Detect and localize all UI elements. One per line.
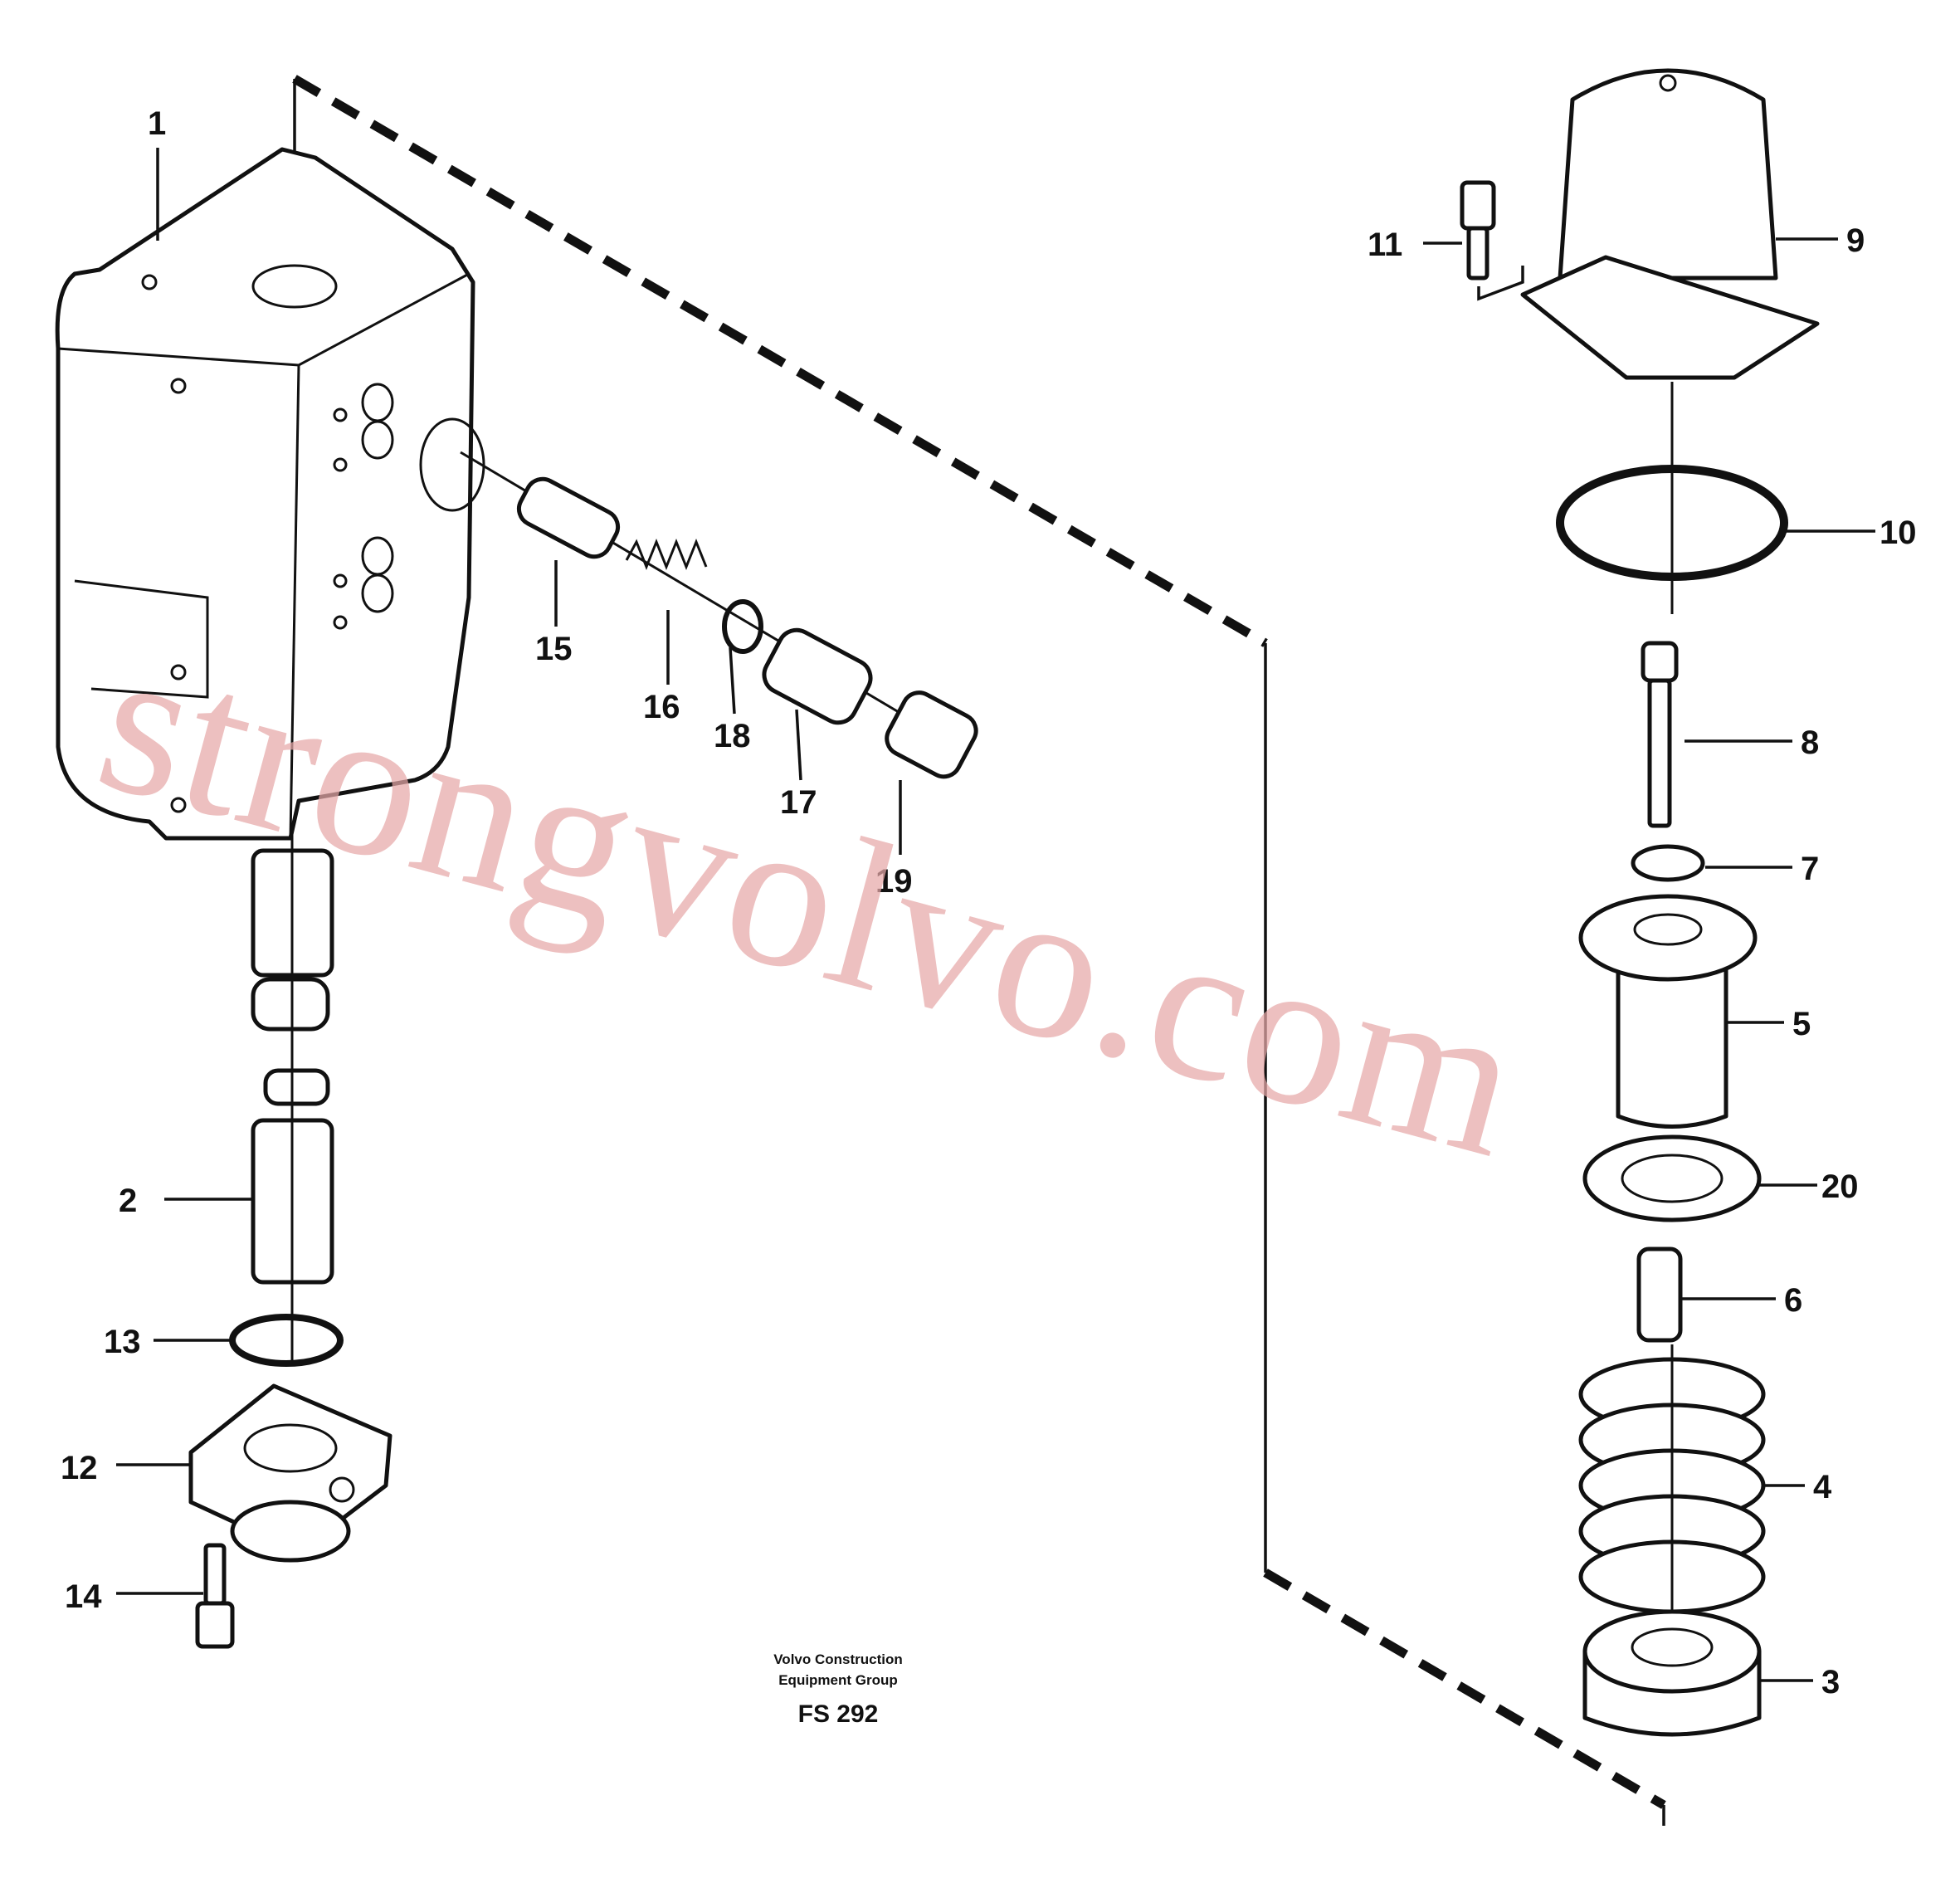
valve-housing [55,147,485,841]
callout-14: 14 [65,1578,102,1615]
sleeve-6 [1636,1246,1683,1343]
callout-19: 19 [875,863,913,900]
callout-13: 13 [104,1324,141,1360]
check-valve-assembly [460,451,978,779]
cap-screw-11 [1460,180,1524,301]
callout-18: 18 [714,718,751,754]
cap-screw-14 [195,1543,235,1649]
callout-12: 12 [61,1450,98,1486]
ring-18 [722,599,763,654]
figure-code: FS 292 [798,1700,879,1728]
top-cover [1520,68,1820,614]
callout-1: 1 [148,105,166,142]
spring-cup-3 [1582,1609,1762,1737]
callout-9: 9 [1846,222,1865,259]
callout-7: 7 [1801,851,1819,887]
shim-20 [1582,1134,1762,1222]
callout-20: 20 [1821,1168,1859,1205]
callout-4: 4 [1813,1469,1832,1505]
callout-leaders [116,148,1875,1682]
washer-7 [1631,844,1705,882]
flange-cover [188,1383,392,1563]
o-ring-13 [229,1314,344,1367]
long-bolt-8 [1641,641,1679,828]
spring-seat-5 [1578,894,1758,1129]
spool [251,830,334,1361]
callout-2: 2 [119,1183,137,1219]
callout-8: 8 [1801,724,1819,761]
publisher-line-1: Volvo Construction [773,1651,903,1667]
o-ring-10 [1556,465,1788,581]
callout-3: 3 [1821,1664,1840,1700]
callout-5: 5 [1792,1006,1811,1042]
publisher-line-2: Equipment Group [778,1672,898,1688]
callout-6: 6 [1784,1282,1802,1319]
publisher-credit: Volvo Construction Equipment Group FS 29… [773,1651,903,1728]
callout-10: 10 [1880,515,1917,551]
callout-16: 16 [643,689,680,725]
callout-labels: 1 2 13 12 14 15 16 18 17 19 11 9 10 8 7 … [61,105,1917,1700]
spring-4 [1578,1344,1766,1643]
callout-17: 17 [780,784,817,821]
callout-15: 15 [535,631,573,667]
callout-11: 11 [1368,227,1402,263]
